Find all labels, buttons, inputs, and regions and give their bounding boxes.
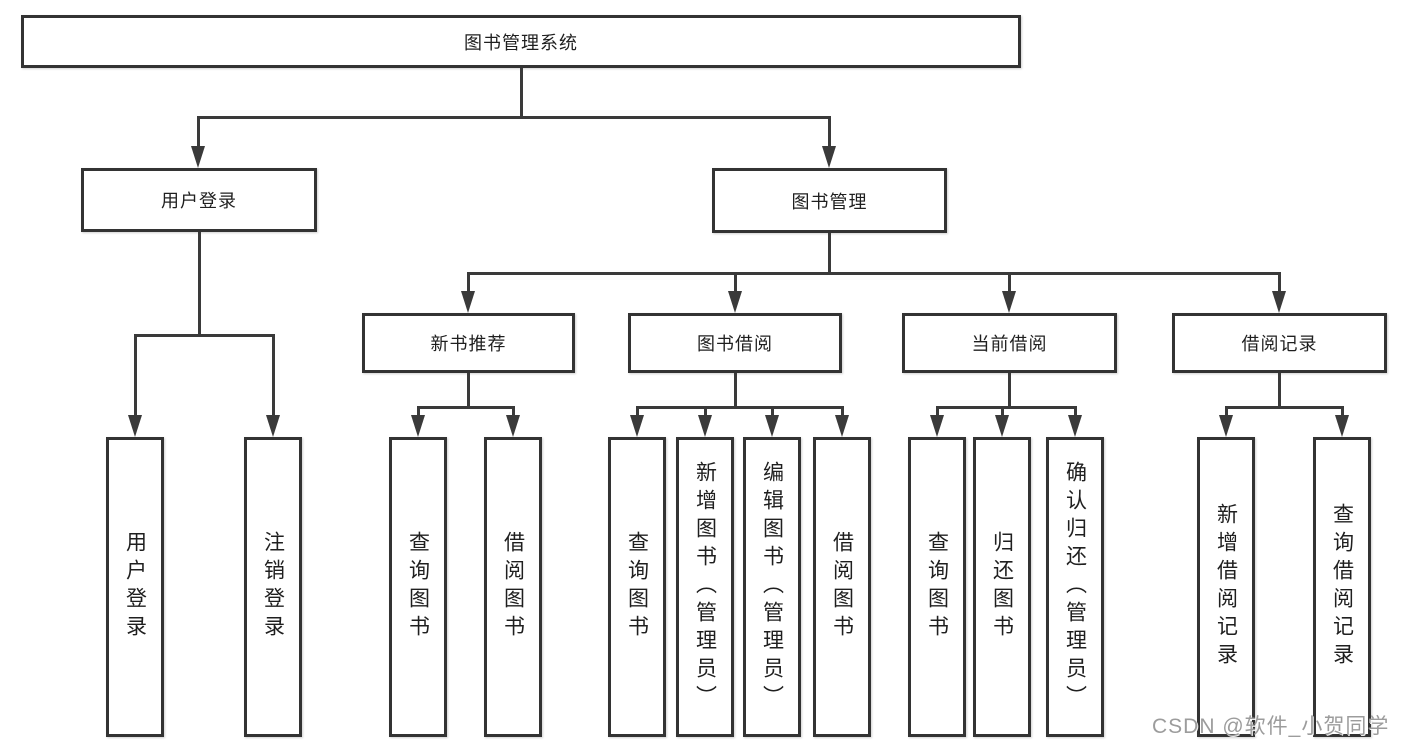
arrowhead-icon xyxy=(128,415,142,437)
connector-line xyxy=(467,272,470,293)
arrowhead-icon xyxy=(1335,415,1349,437)
connector-line xyxy=(936,406,939,417)
arrowhead-icon xyxy=(930,415,944,437)
connector-line xyxy=(841,406,844,417)
node-user-login: 用户登录 xyxy=(81,168,317,232)
connector-line xyxy=(828,233,831,274)
connector-line xyxy=(134,334,137,416)
connector-line xyxy=(1008,272,1011,293)
arrowhead-icon xyxy=(1272,291,1286,313)
arrowhead-icon xyxy=(1068,415,1082,437)
csdn-watermark: CSDN @软件_小贺同学 xyxy=(1152,715,1390,738)
connector-line xyxy=(734,373,737,408)
leaf-confirm-return-admin: 确认归还（管理员） xyxy=(1046,437,1104,737)
arrowhead-icon xyxy=(1002,291,1016,313)
leaf-query-books-recommend: 查询图书 xyxy=(389,437,447,737)
connector-line xyxy=(936,406,1076,409)
arrowhead-icon xyxy=(461,291,475,313)
connector-line xyxy=(197,116,200,147)
leaf-logout: 注销登录 xyxy=(244,437,302,737)
connector-line xyxy=(467,272,1281,275)
connector-line xyxy=(1341,406,1344,417)
connector-line xyxy=(197,116,831,119)
connector-line xyxy=(1001,406,1004,417)
connector-line xyxy=(636,406,639,417)
connector-line xyxy=(1225,406,1343,409)
arrowhead-icon xyxy=(698,415,712,437)
connector-line xyxy=(417,406,515,409)
connector-line xyxy=(1278,373,1281,408)
leaf-borrow-books: 借阅图书 xyxy=(813,437,871,737)
connector-line xyxy=(467,373,470,408)
leaf-add-borrow-record: 新增借阅记录 xyxy=(1197,437,1255,737)
connector-line xyxy=(704,406,707,417)
node-book-borrowing: 图书借阅 xyxy=(628,313,842,373)
connector-line xyxy=(198,232,201,336)
connector-line xyxy=(1008,373,1011,408)
leaf-query-books-current: 查询图书 xyxy=(908,437,966,737)
node-book-management: 图书管理 xyxy=(712,168,947,233)
leaf-borrow-books-recommend: 借阅图书 xyxy=(484,437,542,737)
arrowhead-icon xyxy=(995,415,1009,437)
arrowhead-icon xyxy=(728,291,742,313)
connector-line xyxy=(1278,272,1281,293)
arrowhead-icon xyxy=(191,146,205,168)
arrowhead-icon xyxy=(765,415,779,437)
leaf-query-borrow-record: 查询借阅记录 xyxy=(1313,437,1371,737)
connector-line xyxy=(134,334,274,337)
arrowhead-icon xyxy=(411,415,425,437)
node-current-borrowing: 当前借阅 xyxy=(902,313,1117,373)
arrowhead-icon xyxy=(822,146,836,168)
connector-line xyxy=(734,272,737,293)
connector-line xyxy=(771,406,774,417)
arrowhead-icon xyxy=(506,415,520,437)
connector-line xyxy=(1225,406,1228,417)
node-new-book-recommendation: 新书推荐 xyxy=(362,313,575,373)
leaf-edit-books-admin: 编辑图书（管理员） xyxy=(743,437,801,737)
connector-line xyxy=(512,406,515,417)
node-borrowing-records: 借阅记录 xyxy=(1172,313,1387,373)
connector-line xyxy=(1074,406,1077,417)
leaf-query-books-borrowing: 查询图书 xyxy=(608,437,666,737)
arrowhead-icon xyxy=(835,415,849,437)
node-root-library-system: 图书管理系统 xyxy=(21,15,1021,68)
connector-line xyxy=(828,116,831,147)
connector-line xyxy=(636,406,843,409)
leaf-return-books: 归还图书 xyxy=(973,437,1031,737)
connector-line xyxy=(272,334,275,416)
arrowhead-icon xyxy=(630,415,644,437)
arrowhead-icon xyxy=(1219,415,1233,437)
leaf-add-books-admin: 新增图书（管理员） xyxy=(676,437,734,737)
arrowhead-icon xyxy=(266,415,280,437)
leaf-user-login: 用户登录 xyxy=(106,437,164,737)
connector-line xyxy=(417,406,420,417)
connector-line xyxy=(520,68,523,118)
